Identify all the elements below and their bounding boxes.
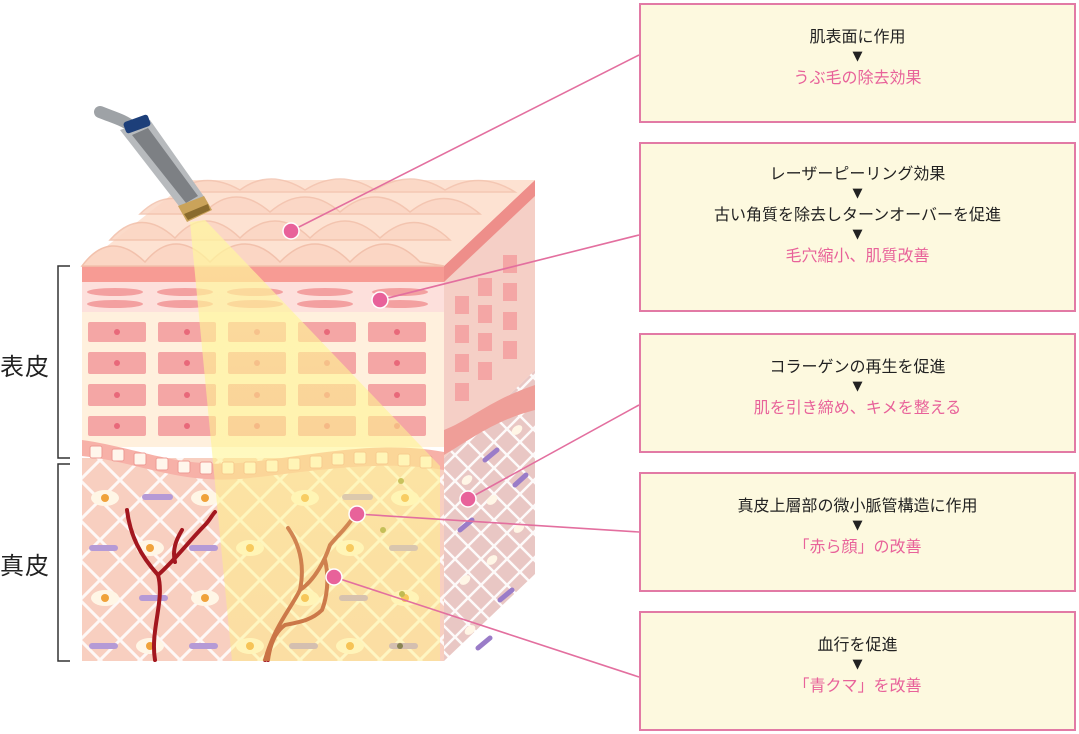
box-cause: 肌表面に作用	[809, 27, 906, 46]
box-effect: 毛穴縮小、肌質改善	[785, 245, 930, 265]
leader-lines	[290, 54, 640, 678]
info-box-circulation: 血行を促進 ▼ 「青クマ」を改善	[639, 611, 1076, 731]
layer-brackets	[57, 265, 70, 662]
laser-handpiece	[94, 106, 212, 222]
epidermis-label: 表皮	[0, 353, 50, 381]
box-effect: 「青クマ」を改善	[793, 675, 922, 695]
info-box-peeling: レーザーピーリング効果 ▼ 古い角質を除去しターンオーバーを促進 ▼ 毛穴縮小、…	[639, 142, 1076, 312]
box-effect: 「赤ら顔」の改善	[793, 536, 922, 556]
stratum-corneum	[82, 266, 444, 282]
target-markers	[282, 222, 477, 586]
down-arrow-icon: ▼	[852, 657, 863, 672]
info-box-surface: 肌表面に作用 ▼ うぶ毛の除去効果	[639, 3, 1076, 123]
info-box-collagen: コラーゲンの再生を促進 ▼ 肌を引き締め、キメを整える	[639, 333, 1076, 453]
box-cause: レーザーピーリング効果	[769, 164, 946, 183]
down-arrow-icon: ▼	[852, 379, 863, 394]
box-effect: 肌を引き締め、キメを整える	[753, 397, 962, 417]
box-cause: コラーゲンの再生を促進	[769, 357, 946, 376]
down-arrow-icon: ▼	[852, 518, 863, 533]
info-box-microvasculature: 真皮上層部の微小脈管構造に作用 ▼ 「赤ら顔」の改善	[639, 472, 1076, 592]
box-cause: 真皮上層部の微小脈管構造に作用	[737, 496, 978, 515]
dermis-label: 真皮	[0, 552, 50, 580]
box-cause-secondary: 古い角質を除去しターンオーバーを促進	[713, 204, 1002, 224]
down-arrow-icon: ▼	[852, 226, 863, 242]
box-effect: うぶ毛の除去効果	[793, 67, 922, 87]
down-arrow-icon: ▼	[852, 49, 863, 64]
laser-beam	[190, 220, 440, 661]
down-arrow-icon: ▼	[852, 186, 863, 201]
box-cause: 血行を促進	[817, 635, 898, 654]
